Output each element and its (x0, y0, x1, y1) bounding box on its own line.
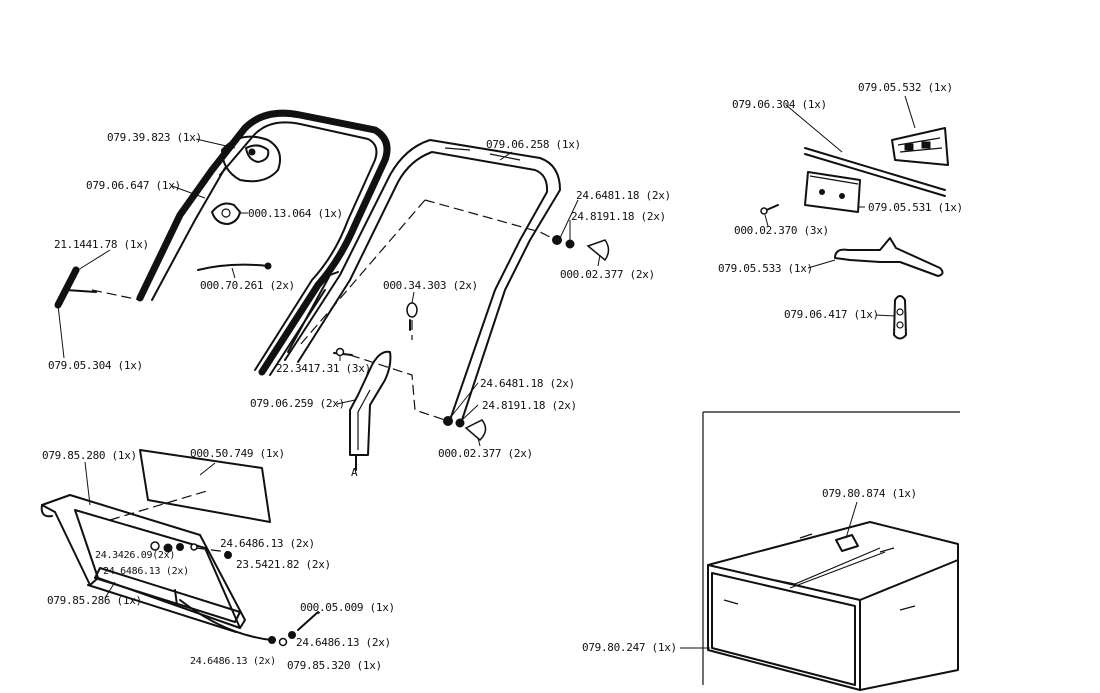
label-23-5421-82: 23.5421.82 (2x) (236, 558, 331, 571)
label-21-1441-78: 21.1441.78 (1x) (54, 238, 149, 251)
label-079-05-532: 079.05.532 (1x) (858, 81, 953, 94)
label-24-6481-18-top: 24.6481.18 (2x) (576, 189, 671, 202)
frame-fasteners (150, 541, 232, 559)
cable-clip (211, 202, 241, 225)
label-24-8191-18-top: 24.8191.18 (2x) (571, 210, 666, 223)
pivot-screw (333, 347, 353, 357)
label-24-6486-13-d: 24.6486.13 (2x) (190, 656, 276, 667)
hook-lever (834, 237, 944, 277)
label-079-85-320: 079.85.320 (1x) (287, 659, 382, 672)
label-000-50-749: 000.50.749 (1x) (190, 447, 285, 460)
label-marker-a: A (351, 466, 358, 479)
label-24-6486-13-c: 24.6486.13 (2x) (296, 636, 391, 649)
right-knob-assembly-bottom (443, 416, 487, 442)
label-000-02-370: 000.02.370 (3x) (734, 224, 829, 237)
label-22-3417-31: 22.3417.31 (3x) (276, 362, 371, 375)
leader-lines (57, 95, 916, 649)
label-079-85-280: 079.85.280 (1x) (42, 449, 137, 462)
label-079-06-259: 079.06.259 (2x) (250, 397, 345, 410)
label-000-13-064: 000.13.064 (1x) (248, 207, 343, 220)
assembly-lines (91, 199, 557, 553)
grass-box-panel (702, 411, 960, 685)
label-079-80-874: 079.80.874 (1x) (822, 487, 917, 500)
label-079-85-286: 079.85.286 (1x) (47, 594, 142, 607)
gasket-plate (139, 449, 271, 523)
top-bracket (891, 127, 949, 166)
frame-link (179, 599, 319, 647)
lower-bracket (804, 171, 861, 213)
rod (804, 147, 946, 197)
grass-box (707, 521, 959, 691)
frame-079-85-280 (40, 494, 246, 633)
clip-spring (893, 295, 907, 340)
label-079-06-304: 079.06.304 (1x) (732, 98, 827, 111)
center-support-tube (349, 350, 392, 456)
label-000-05-009: 000.05.009 (1x) (300, 601, 395, 614)
lower-handle-bar (284, 139, 561, 421)
upper-handle-bar (136, 109, 391, 376)
handle-knob (54, 266, 97, 309)
label-079-80-247: 079.80.247 (1x) (582, 641, 677, 654)
label-24-6481-18-bot: 24.6481.18 (2x) (480, 377, 575, 390)
right-knob-assembly-top (552, 235, 610, 262)
label-079-05-533: 079.05.533 (1x) (718, 262, 813, 275)
label-079-39-823: 079.39.823 (1x) (107, 131, 202, 144)
label-000-34-303: 000.34.303 (2x) (383, 279, 478, 292)
label-079-05-304: 079.05.304 (1x) (48, 359, 143, 372)
label-24-6486-13-a: 24.6486.13 (2x) (220, 537, 315, 550)
label-24-8191-18-bot: 24.8191.18 (2x) (482, 399, 577, 412)
label-079-06-647: 079.06.647 (1x) (86, 179, 181, 192)
label-079-06-417: 079.06.417 (1x) (784, 308, 879, 321)
handle-control-housing (221, 135, 281, 183)
label-079-05-531: 079.05.531 (1x) (868, 201, 963, 214)
bracket-screw (760, 204, 779, 215)
label-000-02-377-top: 000.02.377 (2x) (560, 268, 655, 281)
label-000-70-261: 000.70.261 (2x) (200, 279, 295, 292)
label-079-06-258: 079.06.258 (1x) (486, 138, 581, 151)
cable-tie (197, 262, 272, 271)
label-24-3426-09: 24.3426.09(2x) (95, 550, 176, 561)
label-000-02-377-bot: 000.02.377 (2x) (438, 447, 533, 460)
center-bolt (406, 302, 418, 331)
label-24-6486-13-b: 24.6486.13 (2x) (103, 566, 189, 577)
